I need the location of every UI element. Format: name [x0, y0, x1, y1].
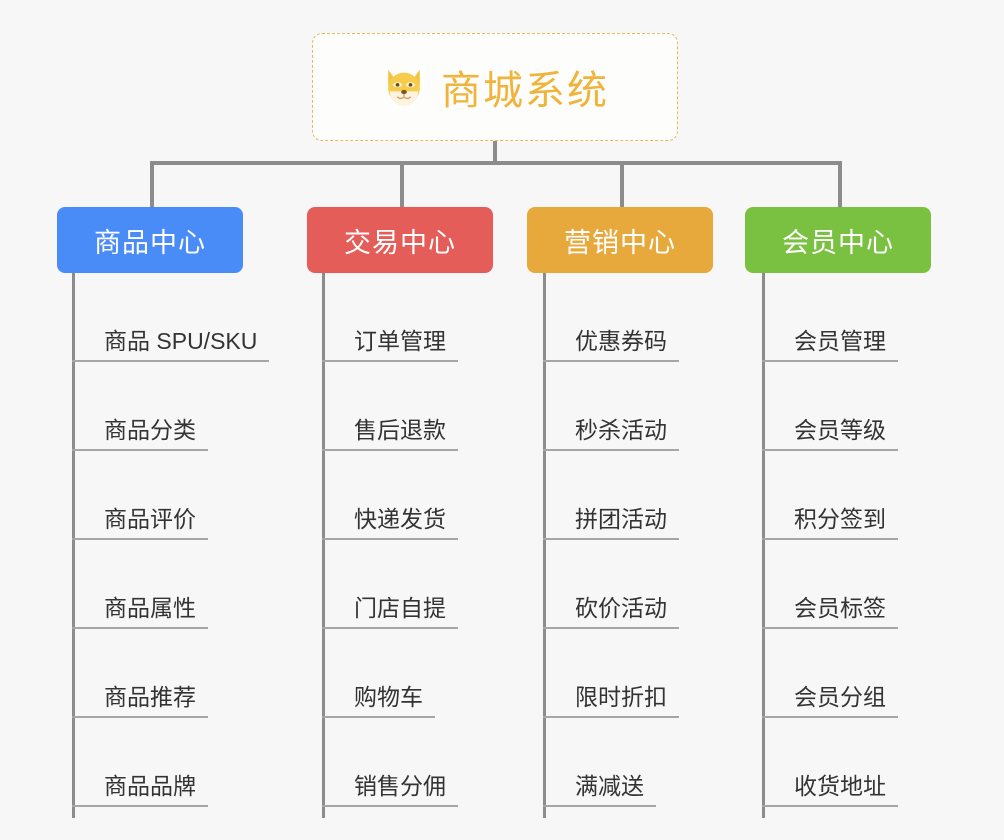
leaf-label: 秒杀活动 [543, 417, 679, 451]
leaf-label: 会员管理 [762, 328, 898, 362]
category-box-3[interactable]: 会员中心 [745, 207, 931, 273]
leaf-item[interactable]: 积分签到 [762, 451, 898, 540]
leaf-label: 会员等级 [762, 417, 898, 451]
leaf-label: 商品推荐 [72, 684, 208, 718]
category-label: 营销中心 [564, 227, 676, 258]
branch-spine [543, 273, 546, 818]
leaf-item[interactable]: 购物车 [322, 629, 458, 718]
leaf-label: 购物车 [322, 684, 435, 718]
leaf-label: 订单管理 [322, 328, 458, 362]
leaf-item[interactable]: 销售分佣 [322, 718, 458, 807]
leaf-item[interactable]: 商品品牌 [72, 718, 269, 807]
leaf-item[interactable]: 会员分组 [762, 629, 898, 718]
leaf-list: 优惠券码秒杀活动拼团活动砍价活动限时折扣满减送 [543, 273, 679, 807]
connector-drop-3 [838, 161, 842, 207]
leaf-label: 售后退款 [322, 417, 458, 451]
leaf-item[interactable]: 会员等级 [762, 362, 898, 451]
leaf-label: 门店自提 [322, 595, 458, 629]
leaf-label: 收货地址 [762, 773, 898, 807]
connector-drop-1 [400, 161, 404, 207]
leaf-label: 商品分类 [72, 417, 208, 451]
leaf-label: 商品品牌 [72, 773, 208, 807]
leaf-label: 商品属性 [72, 595, 208, 629]
leaf-item[interactable]: 会员标签 [762, 540, 898, 629]
leaf-item[interactable]: 门店自提 [322, 540, 458, 629]
leaf-label: 积分签到 [762, 506, 898, 540]
leaf-label: 销售分佣 [322, 773, 458, 807]
leaf-item[interactable]: 砍价活动 [543, 540, 679, 629]
root-title: 商城系统 [441, 69, 609, 113]
branch-spine [762, 273, 765, 818]
category-label: 商品中心 [94, 227, 206, 258]
connector-drop-0 [150, 161, 154, 207]
leaf-list: 会员管理会员等级积分签到会员标签会员分组收货地址 [762, 273, 898, 807]
leaf-label: 商品 SPU/SKU [72, 328, 270, 362]
leaf-item[interactable]: 收货地址 [762, 718, 898, 807]
branch-spine [322, 273, 325, 818]
leaf-item[interactable]: 售后退款 [322, 362, 458, 451]
leaf-item[interactable]: 满减送 [543, 718, 679, 807]
leaf-label: 满减送 [543, 773, 656, 807]
category-box-0[interactable]: 商品中心 [57, 207, 243, 273]
leaf-label: 限时折扣 [543, 684, 679, 718]
leaf-label: 砍价活动 [543, 595, 679, 629]
category-label: 会员中心 [782, 227, 894, 258]
connector-drop-2 [620, 161, 624, 207]
leaf-item[interactable]: 会员管理 [762, 273, 898, 362]
branch-spine [72, 273, 75, 818]
category-box-2[interactable]: 营销中心 [527, 207, 713, 273]
dog-face-icon [381, 64, 427, 110]
leaf-label: 优惠券码 [543, 328, 679, 362]
leaf-label: 会员分组 [762, 684, 898, 718]
leaf-item[interactable]: 商品分类 [72, 362, 269, 451]
category-label: 交易中心 [344, 227, 456, 258]
leaf-item[interactable]: 订单管理 [322, 273, 458, 362]
leaf-item[interactable]: 商品 SPU/SKU [72, 273, 270, 362]
connector-horizontal-bus [150, 161, 839, 165]
leaf-item[interactable]: 秒杀活动 [543, 362, 679, 451]
category-box-1[interactable]: 交易中心 [307, 207, 493, 273]
leaf-item[interactable]: 拼团活动 [543, 451, 679, 540]
connector-root-stem [493, 141, 497, 163]
leaf-item[interactable]: 商品属性 [72, 540, 269, 629]
leaf-label: 商品评价 [72, 506, 208, 540]
leaf-item[interactable]: 商品推荐 [72, 629, 269, 718]
leaf-label: 会员标签 [762, 595, 898, 629]
leaf-item[interactable]: 限时折扣 [543, 629, 679, 718]
leaf-list: 商品 SPU/SKU 商品分类商品评价商品属性商品推荐商品品牌 [72, 273, 270, 807]
leaf-item[interactable]: 优惠券码 [543, 273, 679, 362]
root-node[interactable]: 商城系统 [312, 33, 678, 141]
leaf-label: 快递发货 [322, 506, 458, 540]
leaf-item[interactable]: 快递发货 [322, 451, 458, 540]
leaf-list: 订单管理售后退款快递发货门店自提购物车销售分佣 [322, 273, 458, 807]
leaf-item[interactable]: 商品评价 [72, 451, 269, 540]
leaf-label: 拼团活动 [543, 506, 679, 540]
